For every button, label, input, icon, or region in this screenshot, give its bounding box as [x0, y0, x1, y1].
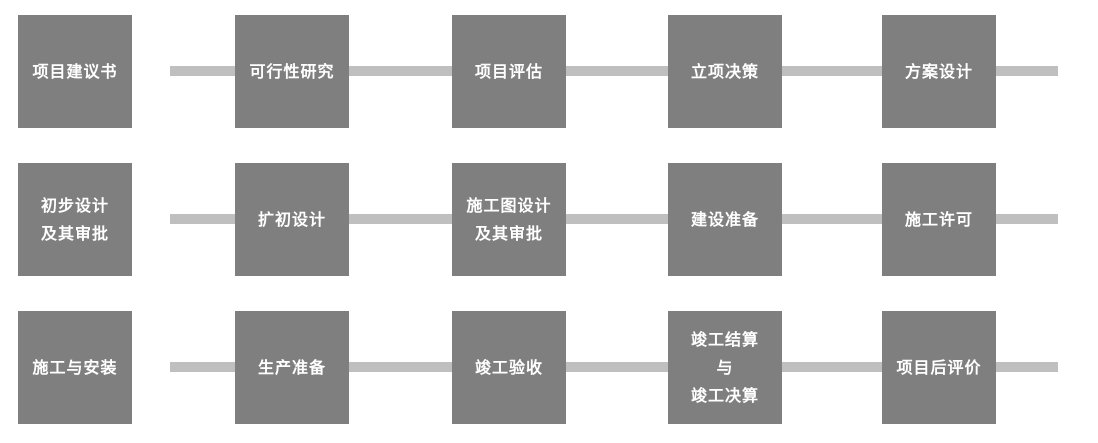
flow-box-project-evaluation: 项目评估 — [452, 15, 566, 128]
flow-box-completion-acceptance: 竣工验收 — [452, 311, 566, 424]
row-connector-line — [170, 362, 1058, 372]
flow-box-construction-installation: 施工与安装 — [18, 311, 132, 424]
flow-box-completion-settlement-final-accounts: 竣工结算 与 竣工决算 — [668, 311, 782, 424]
flow-row-phase-3: 施工与安装 生产准备 竣工验收 竣工结算 与 竣工决算 项目后评价 — [0, 311, 1098, 424]
flow-box-feasibility-study: 可行性研究 — [235, 15, 349, 128]
row-connector-line — [170, 66, 1058, 76]
flow-box-project-approval-decision: 立项决策 — [668, 15, 782, 128]
flow-box-construction-drawing-design-approval: 施工图设计 及其审批 — [452, 163, 566, 276]
flow-row-phase-1: 项目建议书 可行性研究 项目评估 立项决策 方案设计 — [0, 15, 1098, 128]
flow-box-expanded-preliminary-design: 扩初设计 — [235, 163, 349, 276]
flow-box-project-proposal: 项目建议书 — [18, 15, 132, 128]
flow-box-preliminary-design-approval: 初步设计 及其审批 — [18, 163, 132, 276]
flow-row-phase-2: 初步设计 及其审批 扩初设计 施工图设计 及其审批 建设准备 施工许可 — [0, 163, 1098, 276]
flow-box-construction-permit: 施工许可 — [882, 163, 996, 276]
flow-box-construction-preparation: 建设准备 — [668, 163, 782, 276]
flow-box-scheme-design: 方案设计 — [882, 15, 996, 128]
flow-box-production-preparation: 生产准备 — [235, 311, 349, 424]
flow-box-post-project-evaluation: 项目后评价 — [882, 311, 996, 424]
row-connector-line — [170, 214, 1058, 224]
